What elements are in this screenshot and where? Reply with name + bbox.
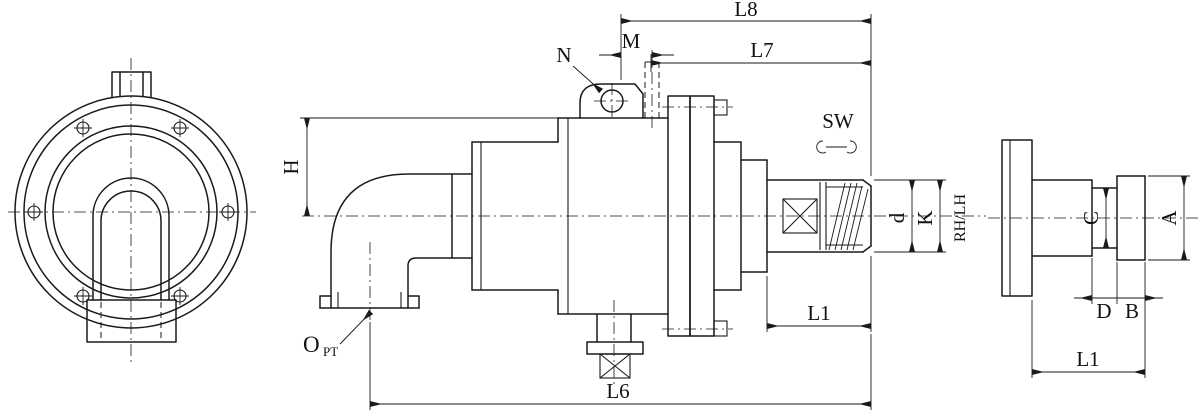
side-flange	[1001, 139, 1033, 297]
callout-sw: SW	[816, 109, 857, 154]
label-c: C	[1079, 211, 1103, 225]
shaft	[766, 179, 872, 253]
label-o: O	[303, 332, 320, 357]
dimension-l1-side: L1	[1031, 300, 1146, 378]
flange-outer-circle	[14, 95, 248, 329]
dimension-h: H	[279, 117, 560, 216]
side-shaft	[1031, 175, 1146, 261]
label-h: H	[279, 159, 303, 174]
bolt-bottom	[713, 320, 728, 337]
label-d-upper: D	[1096, 299, 1111, 323]
label-rh-lh: RH/LH	[952, 194, 969, 242]
note-rh-lh: RH/LH	[952, 194, 969, 242]
dimension-m: M	[599, 29, 674, 58]
label-l1-side: L1	[1076, 347, 1099, 371]
front-view	[302, 50, 986, 386]
label-k: K	[913, 210, 937, 225]
dimension-a: A	[1148, 175, 1190, 261]
bearing-housing	[713, 141, 768, 291]
body-circle-inner	[52, 133, 210, 291]
bearing-symbol	[782, 198, 818, 234]
label-l1-front: L1	[807, 301, 830, 325]
elbow	[319, 173, 473, 309]
label-pt: PT	[323, 344, 338, 359]
callout-n: N	[556, 43, 603, 94]
dimension-d-b: D B	[1074, 258, 1163, 323]
thread-hatch	[828, 182, 869, 251]
label-d-lower: d	[885, 212, 909, 223]
dimensions-side: C A D B L1	[1031, 175, 1190, 378]
dimension-k: K	[913, 180, 943, 252]
m-hidden-feature	[644, 50, 660, 128]
dimension-l8: L8	[620, 0, 872, 176]
body-circle-outer	[44, 125, 218, 299]
wrench-icon	[816, 140, 857, 154]
label-l7: L7	[750, 38, 773, 62]
dimension-c: C	[1079, 188, 1109, 248]
callout-o-pt: O PT	[303, 309, 374, 359]
flange-plates	[662, 95, 733, 337]
side-view	[988, 139, 1198, 297]
top-tab	[111, 71, 152, 98]
dimension-l7: L7	[650, 38, 871, 72]
label-l6: L6	[606, 379, 629, 403]
top-bracket	[579, 83, 644, 119]
body-housing	[471, 117, 669, 315]
end-view	[8, 58, 256, 362]
bolt-top	[713, 99, 728, 116]
label-n: N	[556, 43, 571, 67]
label-l8: L8	[734, 0, 757, 21]
flange-rim-circle	[23, 104, 239, 320]
label-m: M	[622, 29, 641, 53]
bolt-hole-pattern	[25, 119, 237, 305]
bottom-block	[86, 299, 177, 343]
label-sw: SW	[822, 109, 854, 133]
dimension-l1-front: L1	[766, 256, 872, 332]
label-a: A	[1157, 210, 1181, 226]
dimension-d: d	[874, 179, 946, 253]
label-b: B	[1125, 299, 1139, 323]
dimensions-front: L8 L7 M N H SW	[279, 0, 969, 410]
bottom-port	[586, 300, 644, 386]
dimension-l6: L6	[369, 322, 872, 410]
inlet-dome	[92, 177, 170, 301]
